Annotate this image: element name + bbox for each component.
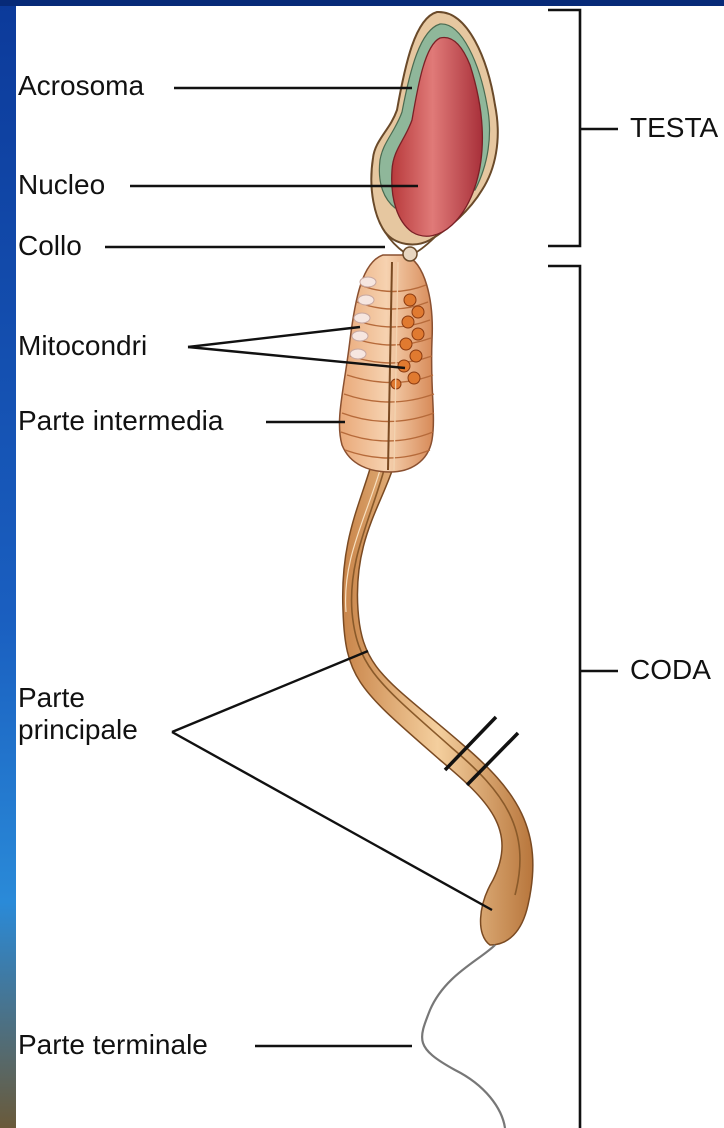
bracket-testa [548,10,618,246]
label-parte-principale: Parte principale [18,682,138,746]
label-parte-intermedia: Parte intermedia [18,404,223,438]
label-mitocondri: Mitocondri [18,329,147,363]
bracket-coda [548,266,618,1128]
label-testa: TESTA [630,111,718,145]
label-coda: CODA [630,653,711,687]
label-nucleo: Nucleo [18,168,105,202]
centriole [403,247,417,261]
tail-end-piece [422,945,505,1128]
label-parte-terminale: Parte terminale [18,1028,208,1062]
sperm-head [371,12,497,261]
tail-principal-piece [343,462,533,945]
label-acrosoma: Acrosoma [18,69,144,103]
label-collo: Collo [18,229,82,263]
